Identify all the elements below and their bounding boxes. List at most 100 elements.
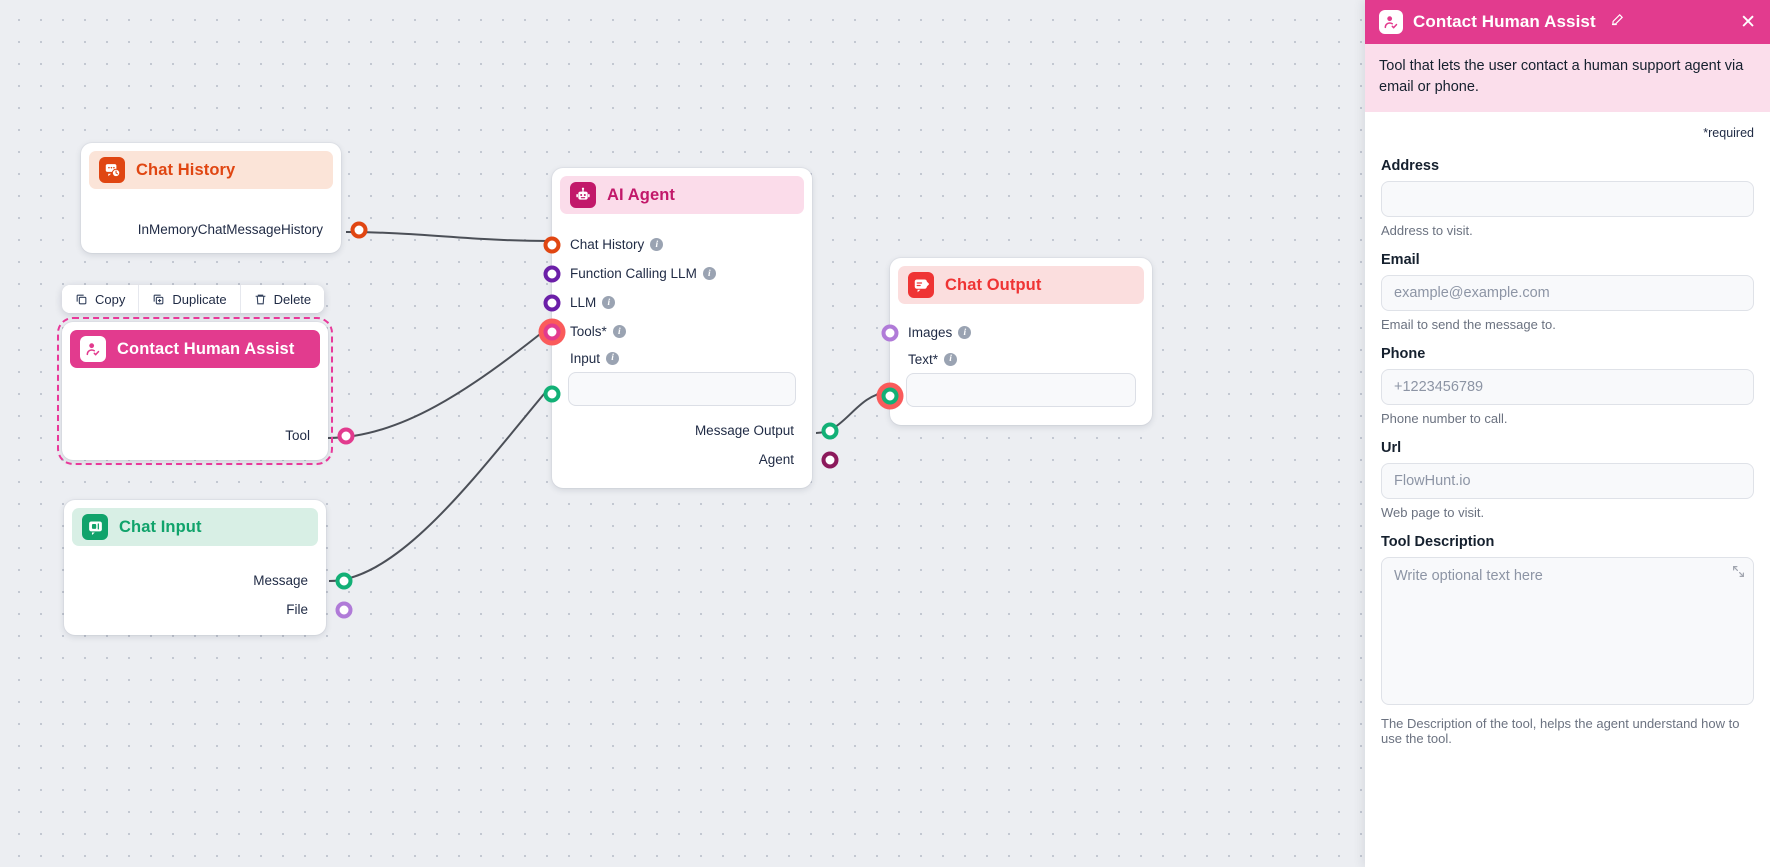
info-icon[interactable]: i: [612, 325, 626, 338]
port-handle-function-calling-llm[interactable]: [543, 265, 561, 282]
field-label-phone: Phone: [1381, 346, 1426, 363]
port-handle-text[interactable]: [881, 387, 899, 405]
node-title: Contact Human Assist: [117, 339, 295, 358]
port-handle-llm[interactable]: [543, 294, 561, 311]
chat-input-icon: [82, 514, 108, 540]
duplicate-label: Duplicate: [172, 291, 227, 307]
node-title: Chat History: [136, 160, 236, 179]
node-body-chat-input: Message File: [64, 546, 353, 624]
info-icon[interactable]: i: [602, 296, 616, 309]
node-header-chat-input[interactable]: Chat Input: [72, 508, 318, 546]
port-label: Tool: [285, 428, 310, 443]
tool-description-wrapper: [1381, 557, 1754, 710]
info-icon[interactable]: i: [944, 352, 958, 366]
port-label: LLM: [570, 295, 597, 310]
info-icon[interactable]: i: [702, 267, 716, 280]
port-handle-message[interactable]: [335, 572, 353, 589]
input-field-chat-output-text[interactable]: [906, 373, 1136, 407]
node-title: AI Agent: [607, 185, 676, 204]
field-hint-tool-description: The Description of the tool, helps the a…: [1381, 716, 1740, 747]
node-contact-human-assist[interactable]: Contact Human Assist Tool: [57, 317, 355, 465]
expand-icon[interactable]: [1732, 565, 1745, 583]
tool-description-textarea[interactable]: [1381, 557, 1754, 706]
field-hint-phone: Phone number to call.: [1381, 411, 1508, 427]
email-input[interactable]: [1381, 275, 1754, 312]
field-hint-url: Web page to visit.: [1381, 505, 1485, 521]
node-chat-output[interactable]: Chat Output Images i Text* i: [876, 258, 1152, 425]
node-header-contact-human-assist[interactable]: Contact Human Assist: [70, 330, 320, 368]
field-label-email: Email: [1381, 252, 1420, 269]
url-input[interactable]: [1381, 463, 1754, 500]
port-row-inmemorychatmessagehistory[interactable]: InMemoryChatMessageHistory: [81, 215, 368, 244]
port-row-chat-history[interactable]: Chat History i: [543, 230, 812, 259]
panel-form: Address Address to visit. Email Email to…: [1365, 144, 1770, 867]
port-row-agent[interactable]: Agent: [552, 445, 839, 474]
port-handle-inmemorychatmessagehistory[interactable]: [350, 221, 368, 238]
duplicate-icon: [152, 293, 165, 306]
port-handle-chat-history[interactable]: [543, 236, 561, 253]
node-header-chat-history[interactable]: Chat History: [89, 151, 333, 189]
port-handle-tools[interactable]: [543, 323, 561, 340]
copy-button[interactable]: Copy: [62, 285, 140, 313]
flow-canvas[interactable]: Chat History InMemoryChatMessageHistory …: [0, 0, 1365, 867]
panel-title: Contact Human Assist: [1413, 12, 1596, 31]
phone-input[interactable]: [1381, 369, 1754, 406]
field-label-input: Input i: [552, 346, 812, 370]
node-header-chat-output[interactable]: Chat Output: [898, 266, 1144, 304]
port-label: InMemoryChatMessageHistory: [137, 222, 323, 237]
panel-description: Tool that lets the user contact a human …: [1365, 44, 1770, 113]
node-body-contact-human-assist: Tool: [62, 368, 355, 450]
close-icon[interactable]: ✕: [1740, 11, 1756, 33]
tool-settings-panel: Contact Human Assist ✕ Tool that lets th…: [1365, 0, 1770, 867]
field-hint-address: Address to visit.: [1381, 223, 1473, 239]
info-icon[interactable]: i: [606, 351, 620, 365]
chat-history-icon: [99, 157, 125, 183]
field-label-text: Text* i: [890, 347, 1152, 371]
address-input[interactable]: [1381, 181, 1754, 218]
port-row-tools[interactable]: Tools* i: [538, 317, 812, 346]
port-row-images[interactable]: Images i: [881, 318, 1152, 347]
port-label: Input: [570, 350, 601, 366]
port-label: Function Calling LLM: [570, 266, 697, 281]
port-row-message-output[interactable]: Message Output: [552, 416, 839, 445]
node-title: Chat Output: [945, 275, 1042, 294]
port-row-tool[interactable]: Tool: [62, 421, 355, 450]
node-ai-agent[interactable]: AI Agent Chat History i Function Calling…: [538, 168, 839, 488]
copy-icon: [75, 293, 88, 306]
port-row-llm[interactable]: LLM i: [543, 288, 812, 317]
port-row-file[interactable]: File: [64, 595, 353, 624]
info-icon[interactable]: i: [958, 326, 972, 339]
port-label: Images: [908, 325, 953, 340]
input-field-agent-input[interactable]: [568, 372, 796, 406]
node-context-toolbar[interactable]: Copy Duplicate Delete: [62, 285, 325, 313]
node-body-chat-output: Images i Text* i: [876, 304, 1152, 410]
port-handle-images[interactable]: [881, 324, 899, 341]
port-label: Message: [253, 573, 308, 588]
info-icon[interactable]: i: [650, 238, 664, 251]
delete-label: Delete: [273, 291, 312, 307]
node-chat-input[interactable]: Chat Input Message File: [64, 500, 353, 635]
chat-output-icon: [908, 272, 934, 298]
port-handle-tool[interactable]: [337, 427, 355, 444]
copy-label: Copy: [95, 291, 126, 307]
delete-button[interactable]: Delete: [240, 285, 325, 313]
pencil-icon[interactable]: [1610, 12, 1625, 32]
person-check-icon: [1379, 10, 1403, 34]
node-chat-history[interactable]: Chat History InMemoryChatMessageHistory: [81, 143, 368, 253]
port-handle-input[interactable]: [543, 385, 561, 403]
port-handle-file[interactable]: [335, 601, 353, 618]
port-row-function-calling-llm[interactable]: Function Calling LLM i: [543, 259, 812, 288]
port-label: File: [286, 602, 308, 617]
robot-icon: [570, 182, 596, 208]
port-row-message[interactable]: Message: [64, 566, 353, 595]
port-handle-message-output[interactable]: [821, 422, 839, 439]
person-check-icon: [80, 336, 106, 362]
required-note: *required: [1703, 126, 1754, 141]
trash-icon: [254, 293, 267, 306]
node-title: Chat Input: [119, 517, 202, 536]
duplicate-button[interactable]: Duplicate: [139, 285, 241, 313]
node-header-ai-agent[interactable]: AI Agent: [560, 176, 804, 214]
port-handle-agent[interactable]: [821, 451, 839, 468]
field-label-address: Address: [1381, 158, 1440, 175]
port-label: Agent: [758, 452, 794, 467]
